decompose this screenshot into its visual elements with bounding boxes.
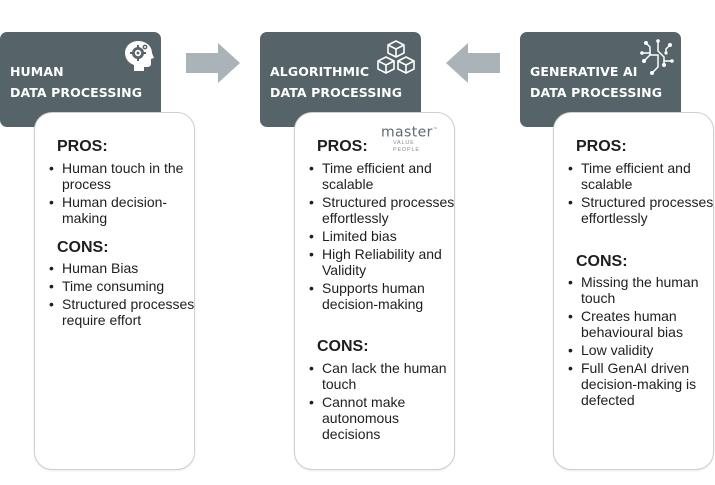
pros-title: PROS: [576,138,627,155]
cons-item: Human Bias [48,260,198,276]
pros-item: Supports human decision-making [308,280,458,312]
pros-item: Limited bias [308,228,458,244]
header-title: ALGORITHMIC DATA PROCESSING [270,61,402,103]
pros-item: Time efficient and scalable [567,160,715,192]
circuit-network-icon [640,39,674,75]
pros-item: Time efficient and scalable [308,160,458,192]
header-title: HUMAN DATA PROCESSING [10,61,142,103]
cons-item: Can lack the human touch [308,360,458,392]
pros-list: Human touch in the processHuman decision… [48,160,198,228]
cons-item: Time consuming [48,278,198,294]
brand-logo: master™ VALUE PEOPLE [381,123,438,154]
right-arrow-icon [186,43,240,83]
cons-title: CONS: [317,338,369,355]
header-line-1: HUMAN [10,64,64,79]
cons-list: Human BiasTime consumingStructured proce… [48,260,198,330]
pros-list: Time efficient and scalableStructured pr… [567,160,715,228]
header-generative-ai: GENERATIVE AI DATA PROCESSING [520,32,681,127]
stacked-cubes-icon [377,40,415,74]
header-title: GENERATIVE AI DATA PROCESSING [530,61,662,103]
header-line-2: DATA PROCESSING [530,85,663,100]
cons-item: Low validity [567,342,715,358]
trademark-symbol: ™ [432,127,439,133]
pros-item: Human touch in the process [48,160,198,192]
pros-title: PROS: [57,138,108,155]
cons-item: Creates human behavioural bias [567,308,715,340]
left-arrow-icon [446,43,500,83]
cons-list: Can lack the human touchCannot make auto… [308,360,458,444]
card-generative-ai: PROS: Time efficient and scalableStructu… [553,112,714,470]
cons-title: CONS: [576,253,628,270]
pros-item: Structured processes effortlessly [308,194,458,226]
pros-title: PROS: [317,138,368,155]
header-line-2: DATA PROCESSING [10,85,143,100]
cons-item: Missing the human touch [567,274,715,306]
cons-item: Cannot make autonomous decisions [308,394,458,442]
brand-tagline: VALUE PEOPLE [393,139,420,153]
header-line-2: DATA PROCESSING [270,85,403,100]
header-algorithmic: ALGORITHMIC DATA PROCESSING [260,32,421,127]
cons-title: CONS: [57,239,109,256]
pros-item: High Reliability and Validity [308,246,458,278]
cons-item: Full GenAI driven decision-making is def… [567,360,715,408]
header-human: HUMAN DATA PROCESSING [0,32,161,127]
pros-item: Structured processes effortlessly [567,194,715,226]
header-line-1: ALGORITHMIC [270,64,370,79]
brain-gear-head-icon [125,41,154,71]
cons-list: Missing the human touchCreates human beh… [567,274,715,410]
card-algorithmic: PROS: Time efficient and scalableStructu… [294,112,455,470]
card-human: PROS: Human touch in the processHuman de… [34,112,195,470]
pros-item: Human decision-making [48,194,198,226]
header-line-1: GENERATIVE AI [530,64,638,79]
brand-name-text: master [381,124,433,141]
brand-name: master™ [381,123,438,140]
pros-list: Time efficient and scalableStructured pr… [308,160,458,314]
cons-item: Structured processes require effort [48,296,198,328]
